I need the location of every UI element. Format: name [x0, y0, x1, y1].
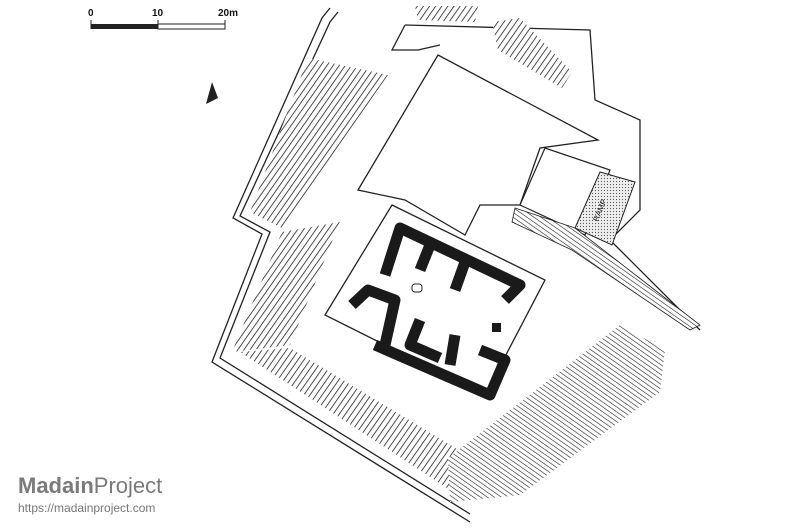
- watermark-url: https://madainproject.com: [18, 501, 156, 515]
- watermark-brand-bold: Madain: [18, 473, 94, 498]
- scale-label-0: 0: [88, 8, 94, 19]
- scale-bar: [90, 20, 226, 30]
- rampart-southwest: [232, 222, 340, 352]
- north-arrow-icon: [206, 82, 218, 104]
- ramp: [574, 171, 636, 246]
- scale-label-10: 10: [152, 8, 164, 19]
- room-block: [492, 323, 501, 332]
- rampart-south: [240, 348, 462, 490]
- well-icon: [411, 283, 423, 293]
- scale-label-20m: 20m: [218, 8, 239, 19]
- rampart-west: [250, 58, 388, 228]
- rampart-north-2: [492, 18, 572, 88]
- rampart-north-1: [415, 6, 478, 22]
- watermark-brand-rest: Project: [93, 473, 163, 498]
- rampart-southeast: [448, 325, 665, 502]
- ramp-approach: [511, 207, 701, 331]
- central-building-rooms: [348, 222, 526, 401]
- watermark-brand: MadainProject: [18, 473, 162, 499]
- outer-wall: [211, 7, 701, 523]
